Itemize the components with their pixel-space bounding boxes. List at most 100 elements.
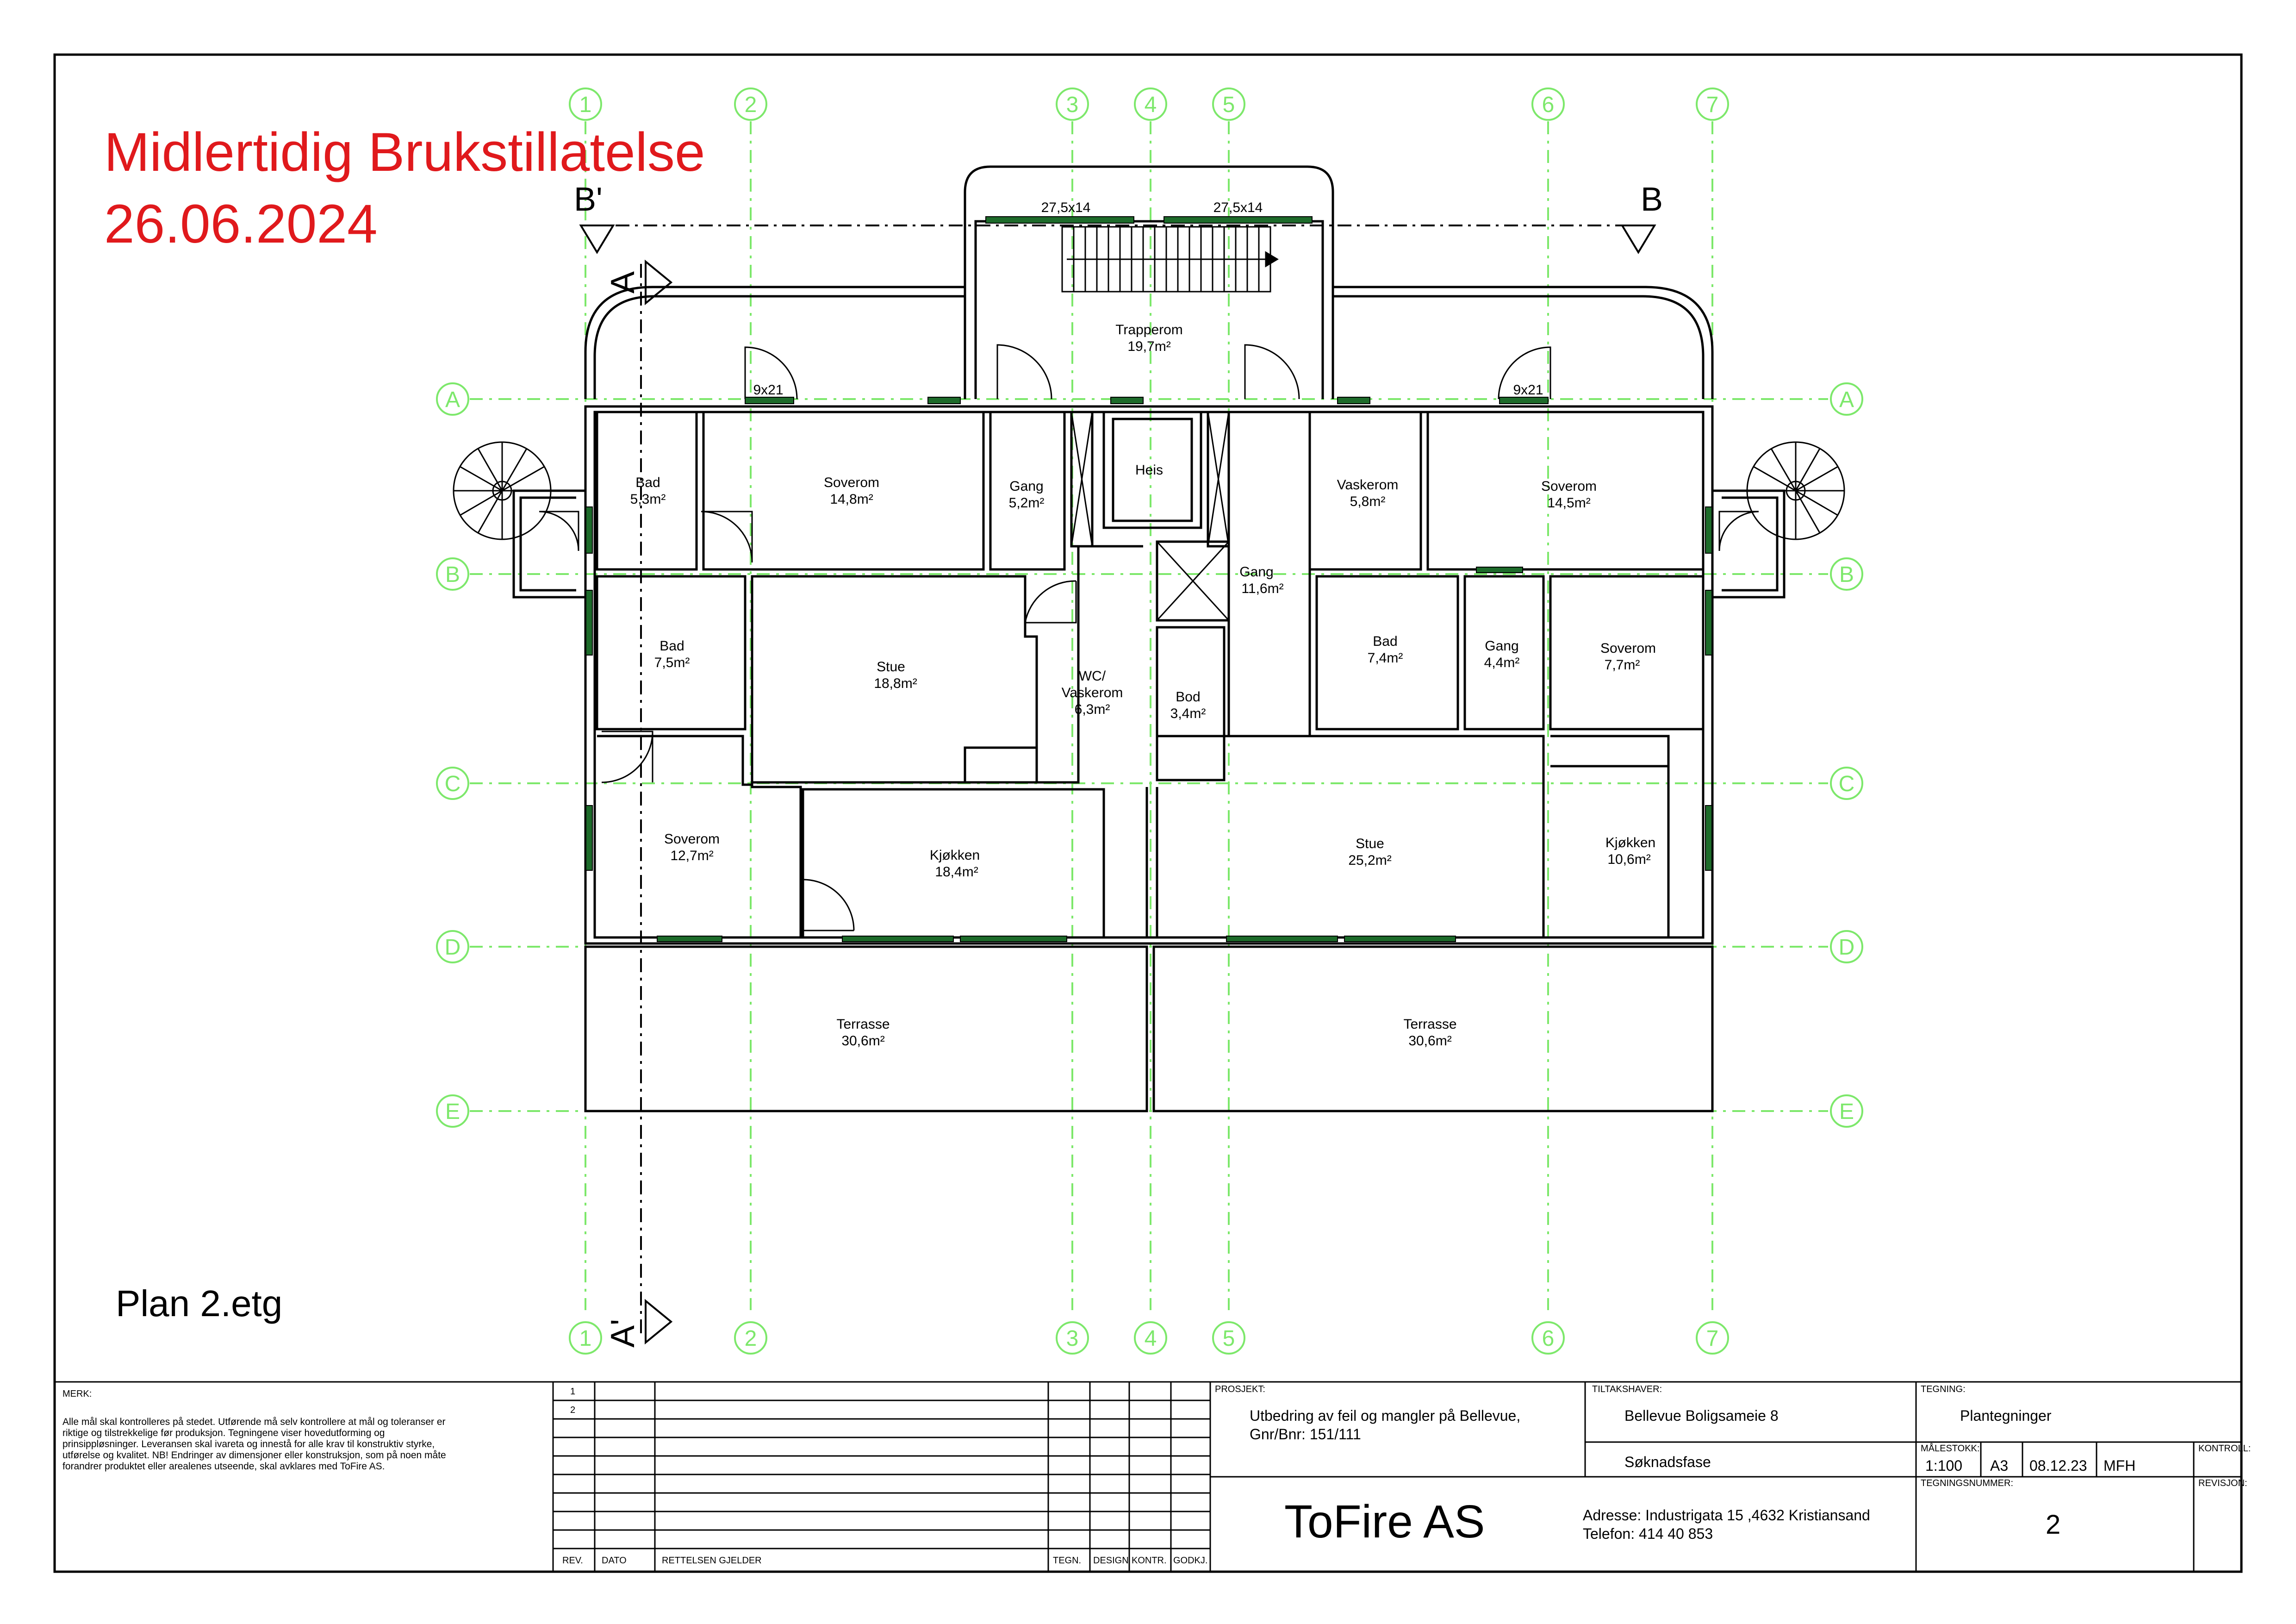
grid-row-label: B (1839, 562, 1854, 587)
section-lines (579, 225, 1656, 1345)
room-name: Terrasse (1403, 1017, 1456, 1032)
grid-col-label: 7 (1706, 93, 1719, 117)
spiral-stair-left (453, 441, 552, 540)
firma-name: ToFire AS (1284, 1496, 1485, 1548)
stamp-line-1: Midlertidig Brukstillatelse (104, 122, 705, 183)
room-name: Heis (1135, 462, 1163, 478)
rev-row-1: 1 (570, 1387, 576, 1397)
rev-header-dato: DATO (602, 1555, 627, 1566)
room-area: 12,7m² (670, 848, 713, 863)
tegningsnummer-label: TEGNINGSNUMMER: (1921, 1478, 2013, 1488)
prosjekt-label: PROSJEKT: (1215, 1384, 1265, 1394)
grid-row-label: C (1839, 772, 1855, 796)
merk-label: MERK: (62, 1389, 92, 1399)
room-area: 7,4m² (1368, 650, 1403, 666)
rev-header-kontr: KONTR. (1132, 1555, 1167, 1566)
window-labels: 27,5x14 27,5x14 9x21 9x21 (753, 200, 1543, 398)
room-area: 4,4m² (1484, 655, 1520, 670)
fase-value: Søknadsfase (1624, 1454, 1711, 1470)
room-area: 19,7m² (1127, 339, 1170, 354)
tegner-value: MFH (2103, 1457, 2136, 1474)
grid-col-label: 2 (745, 93, 757, 117)
section-marks: B' B A A' (574, 181, 1663, 1348)
grid-col-label: 3 (1066, 93, 1079, 117)
room-name: Terrasse (836, 1017, 890, 1032)
room-name: Bad (635, 475, 660, 490)
rev-header-rettelsen: RETTELSEN GJELDER (662, 1555, 762, 1566)
revisjon-label: REVISJON: (2198, 1478, 2247, 1488)
room-name: Gang (1485, 638, 1518, 654)
tiltakshaver-value: Bellevue Boligsameie 8 (1624, 1407, 1779, 1424)
tiltakshaver-label: TILTAKSHAVER: (1592, 1384, 1662, 1394)
grid-col-label: 4 (1145, 93, 1157, 117)
room-area: 7,5m² (654, 655, 690, 670)
windows (585, 216, 1712, 942)
window-label: 9x21 (753, 382, 783, 398)
dato-value: 08.12.23 (2029, 1457, 2087, 1474)
room-area: 14,8m² (830, 492, 873, 507)
grid-col-label: 1 (579, 1326, 592, 1351)
grid-lines (470, 121, 1828, 1310)
room-name: Soverom (1600, 641, 1656, 656)
room-area: 11,6m² (1241, 581, 1283, 596)
section-mark-a-top: A (604, 271, 641, 294)
plan-title: Plan 2.etg (116, 1283, 283, 1324)
grid-row-label: A (445, 387, 460, 412)
doors (539, 344, 1759, 931)
room-area: 18,4m² (935, 864, 978, 880)
grid-col-label: 1 (579, 93, 592, 117)
room-area: 30,6m² (841, 1033, 884, 1049)
grid-col-label: 6 (1542, 1326, 1555, 1351)
section-mark-b-left: B' (574, 181, 603, 218)
grid-bubbles (436, 87, 1863, 1355)
title-block-lines (55, 1381, 2241, 1572)
room-area: 25,2m² (1348, 853, 1391, 868)
room-area: 5,8m² (1350, 494, 1386, 509)
grid-row-label: D (1839, 935, 1855, 960)
room-name: Bod (1176, 689, 1200, 705)
section-mark-a-bottom: A' (604, 1319, 641, 1348)
grid-row-label: B (445, 562, 460, 587)
section-mark-b-right: B (1641, 181, 1663, 218)
room-name: WC/Vaskerom (1062, 668, 1123, 700)
room-name: Stue (1356, 836, 1384, 851)
sheet-frame (53, 53, 2243, 1573)
rev-header-tegn: TEGN. (1053, 1555, 1082, 1566)
room-name: Soverom (664, 831, 720, 847)
grid-row-label: A (1839, 387, 1854, 412)
room-name: Stue (877, 659, 905, 675)
room-name: Soverom (1541, 479, 1597, 494)
format-value: A3 (1990, 1457, 2009, 1474)
grid-col-label: 6 (1542, 93, 1555, 117)
firma-telefon: Telefon: 414 40 853 (1583, 1525, 1713, 1542)
room-area: 14,5m² (1547, 495, 1590, 511)
room-name: Soverom (824, 475, 879, 490)
window-label: 27,5x14 (1213, 200, 1263, 215)
room-area: 3,4m² (1170, 706, 1206, 721)
grid-row-label: E (445, 1099, 460, 1124)
rev-row-2: 2 (570, 1405, 576, 1415)
stamp-line-2: 26.06.2024 (104, 194, 378, 255)
room-name: Gang (1009, 479, 1043, 494)
room-area: 5,3m² (630, 492, 666, 507)
shaft-crosses (1070, 412, 1230, 621)
rev-header-rev: REV. (562, 1555, 583, 1566)
grid-col-label: 5 (1223, 1326, 1235, 1351)
grid-col-label: 5 (1223, 93, 1235, 117)
malestokk-value: 1:100 (1925, 1457, 1963, 1474)
room-name: Gang (1239, 564, 1273, 580)
merk-text: Alle mål skal kontrolleres på stedet. Ut… (62, 1417, 446, 1472)
rev-header-godkj: GODKJ. (1173, 1555, 1208, 1566)
room-name: Kjøkken (930, 848, 980, 863)
grid-col-label: 3 (1066, 1326, 1079, 1351)
room-area: 7,7m² (1605, 657, 1640, 673)
grid-col-label: 7 (1706, 1326, 1719, 1351)
malestokk-label: MÅLESTOKK: (1921, 1443, 1980, 1454)
room-area: 30,6m² (1408, 1033, 1451, 1049)
firma-adresse: Adresse: Industrigata 15 ,4632 Kristians… (1583, 1507, 1870, 1524)
grid-row-label: D (445, 935, 461, 960)
room-area: 5,2m² (1009, 495, 1045, 511)
room-name: Bad (1373, 634, 1397, 649)
